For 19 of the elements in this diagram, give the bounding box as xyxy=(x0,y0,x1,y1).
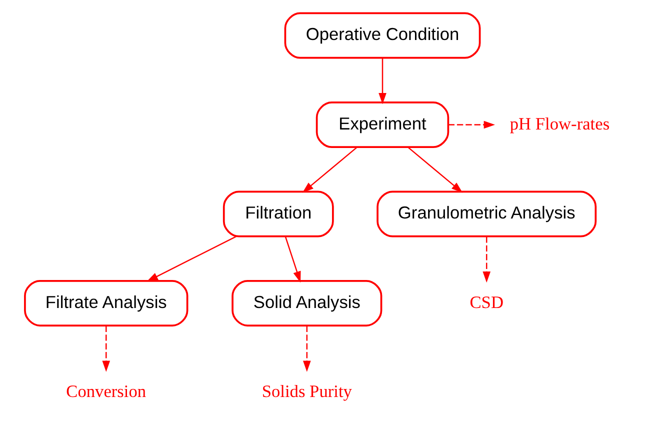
arrow xyxy=(378,58,386,104)
arrow xyxy=(448,120,494,129)
arrow xyxy=(302,326,310,372)
node-box: Experiment xyxy=(315,102,449,148)
node-box: Filtration xyxy=(222,190,334,238)
arrow xyxy=(302,146,357,193)
node-box: Solid Analysis xyxy=(231,280,382,326)
node-box: Filtrate Analysis xyxy=(24,280,188,326)
arrow xyxy=(102,326,110,372)
node-text: Conversion xyxy=(66,382,146,402)
arrow xyxy=(407,146,462,193)
node-box: Operative Condition xyxy=(284,12,480,59)
node-text: CSD xyxy=(469,292,503,312)
node-text: pH Flow-rates xyxy=(509,114,610,134)
arrow xyxy=(482,236,490,283)
node-box: Granulometric Analysis xyxy=(376,190,596,238)
arrow xyxy=(284,236,300,283)
arrow xyxy=(146,236,236,282)
node-text: Solids Purity xyxy=(261,382,352,402)
